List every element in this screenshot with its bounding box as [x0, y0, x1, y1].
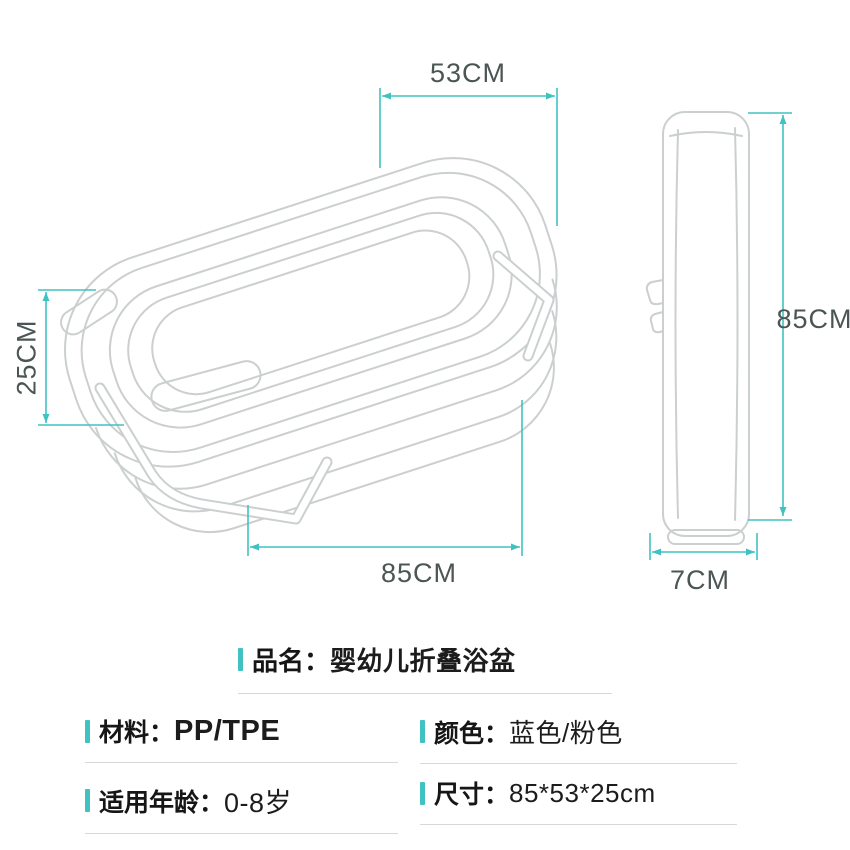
accent-bar: [85, 719, 90, 743]
tub-handle-slot-left: [60, 288, 118, 336]
accent-bar: [85, 789, 90, 812]
diagram-canvas: [38, 88, 792, 560]
product-name-value: 婴幼儿折叠浴盆: [330, 646, 516, 676]
tub-front-leg-outline: [94, 382, 333, 525]
accent-bar: [420, 720, 425, 743]
dimension-rim-height-label: 25CM: [11, 319, 42, 396]
accent-bar: [420, 781, 425, 805]
accent-bar: [238, 648, 243, 671]
product-name-row: 品名： 婴幼儿折叠浴盆: [238, 641, 612, 694]
folded-inner-line-left: [674, 129, 679, 519]
age-row: 适用年龄： 0-8岁: [85, 781, 398, 834]
tub-outer-rim: [64, 157, 558, 468]
color-label: 颜色：: [434, 719, 510, 748]
dimension-top-width-label: 53CM: [429, 58, 507, 88]
folded-handle-tab-lower: [649, 311, 664, 334]
color-row: 颜色： 蓝色/粉色: [420, 713, 737, 764]
age-value: 0-8岁: [224, 788, 293, 818]
age-label: 适用年龄：: [99, 788, 225, 817]
tub-rear-leg-outline: [492, 250, 555, 362]
dimension-folded-height-label: 85CM: [776, 304, 850, 334]
dimension-lines: [38, 88, 792, 560]
dimension-length-label: 85CM: [380, 558, 458, 588]
tub-floor: [151, 229, 471, 396]
tub-body-bottom: [134, 342, 555, 534]
size-row: 尺寸： 85*53*25cm: [420, 775, 737, 825]
tub-rim-inner-edge: [80, 171, 541, 453]
tub-body-fold-2: [113, 310, 558, 513]
folded-handle-tab-upper: [645, 279, 664, 306]
bathtub-folded-side-drawing: [645, 111, 750, 545]
size-value: 85*53*25cm: [509, 777, 656, 808]
dimension-folded-thickness-label: 7CM: [669, 565, 730, 595]
folded-base-foot: [667, 529, 745, 545]
tub-fold-crease: [127, 211, 495, 413]
folded-outline: [662, 111, 750, 537]
size-label: 尺寸：: [434, 781, 510, 809]
tub-rear-leg-fill: [494, 252, 553, 360]
color-value: 蓝色/粉色: [509, 718, 623, 748]
tub-opening: [108, 196, 513, 429]
product-name-label: 品名：: [252, 646, 331, 676]
tub-front-leg-fill: [96, 384, 331, 523]
dimension-arrowheads: [42, 92, 787, 556]
folded-top-edge: [669, 131, 743, 137]
material-label: 材料：: [99, 719, 175, 747]
tub-handle-slot-front: [150, 360, 262, 412]
material-row: 材料： PP/TPE: [85, 713, 398, 763]
bathtub-perspective-drawing: [60, 157, 558, 534]
folded-inner-line-right: [734, 127, 739, 521]
material-value: PP/TPE: [174, 714, 281, 747]
